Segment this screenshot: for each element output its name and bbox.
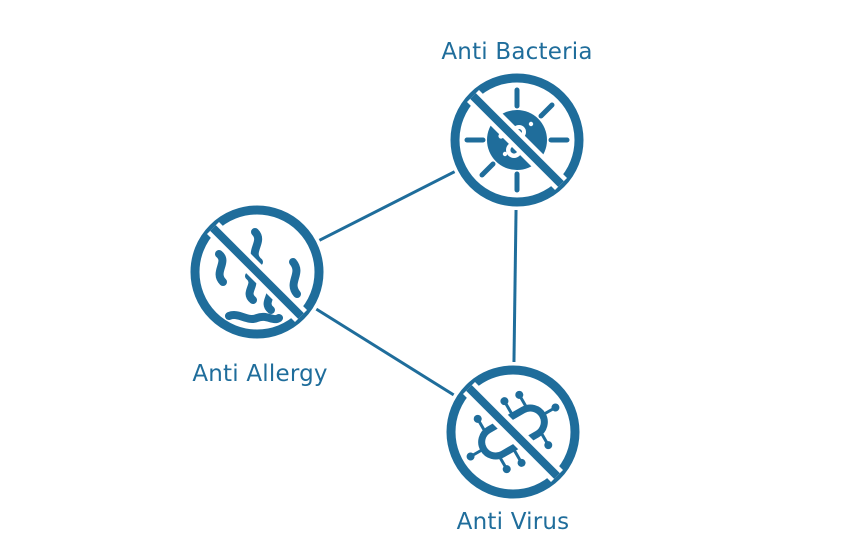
crossed-virus-icon (446, 365, 580, 499)
crossed-allergen-icon (190, 205, 324, 339)
label-anti-allergy: Anti Allergy (192, 361, 328, 387)
edge-bacteria-allergy (318, 170, 456, 242)
label-anti-bacteria: Anti Bacteria (441, 39, 593, 65)
edge-bacteria-virus (512, 209, 518, 363)
label-anti-virus: Anti Virus (456, 509, 570, 535)
connection-lines (315, 170, 518, 397)
edge-allergy-virus (315, 307, 455, 397)
crossed-bacteria-icon (450, 73, 584, 207)
